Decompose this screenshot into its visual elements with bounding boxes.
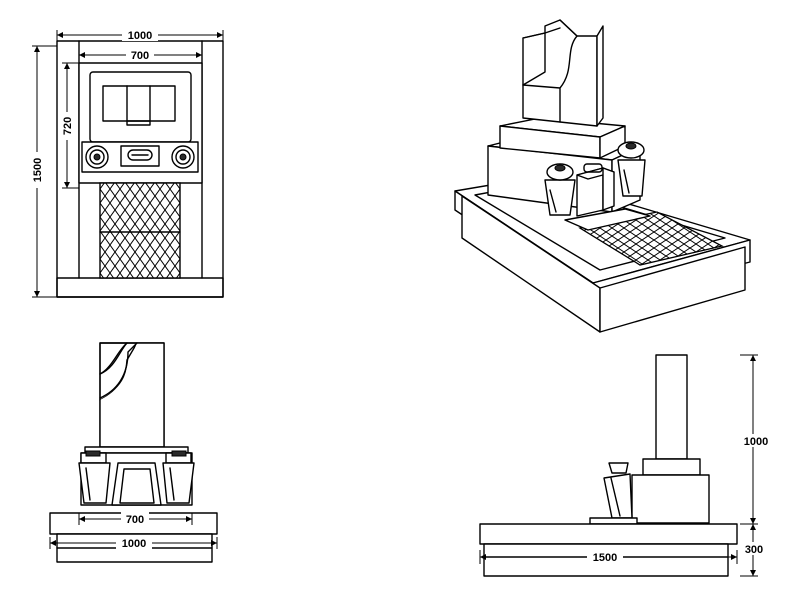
dim-side-length: 1500 xyxy=(479,550,738,564)
top-view: 1000 700 720 1500 xyxy=(30,28,224,298)
dim-top-depth-label: 1500 xyxy=(32,158,44,182)
side-curb xyxy=(479,523,738,545)
dim-front-width-label: 1000 xyxy=(122,538,146,550)
headstone-plan xyxy=(102,85,176,122)
dim-front-inner-width-label: 700 xyxy=(126,514,144,526)
side-offering-step xyxy=(589,517,638,525)
side-base xyxy=(631,474,710,524)
dim-side-length-label: 1500 xyxy=(593,552,617,564)
iso-vase-left-icon xyxy=(544,163,576,216)
dim-side-height-label: 1000 xyxy=(744,436,768,448)
dim-front-width: 1000 xyxy=(49,536,218,550)
isometric-view xyxy=(454,19,751,333)
iso-vase-right-icon xyxy=(617,141,646,197)
front-vase-left-icon xyxy=(78,450,111,504)
dim-side-height: 1000 xyxy=(740,354,772,525)
side-pedestal xyxy=(642,458,701,476)
dim-top-width-label: 1000 xyxy=(128,30,152,42)
front-view: 700 1000 xyxy=(49,342,218,563)
flower-vase-left-icon xyxy=(85,145,109,169)
dim-top-inner-height: 720 xyxy=(60,62,79,189)
dim-top-depth: 1500 xyxy=(30,45,57,298)
front-vase-right-icon xyxy=(162,450,195,504)
side-view: 1000 300 1500 xyxy=(479,354,772,577)
dim-side-base-height: 300 xyxy=(740,524,768,577)
iso-offering-step xyxy=(564,208,651,231)
dim-top-inner-width-label: 700 xyxy=(131,50,149,62)
front-incense-holder xyxy=(111,462,162,506)
dim-side-base-height-label: 300 xyxy=(745,544,763,556)
iso-incense-holder xyxy=(576,163,615,217)
gravel-lattice-plan xyxy=(99,182,181,279)
side-vase-icon xyxy=(603,462,633,519)
side-headstone xyxy=(655,354,688,460)
flower-vase-right-icon xyxy=(171,145,195,169)
dim-top-inner-height-label: 720 xyxy=(62,117,74,135)
dim-top-inner-width: 700 xyxy=(78,48,203,63)
dim-top-width: 1000 xyxy=(56,28,224,42)
iso-foundation-front xyxy=(599,246,746,333)
dim-front-inner-width: 700 xyxy=(78,512,193,526)
